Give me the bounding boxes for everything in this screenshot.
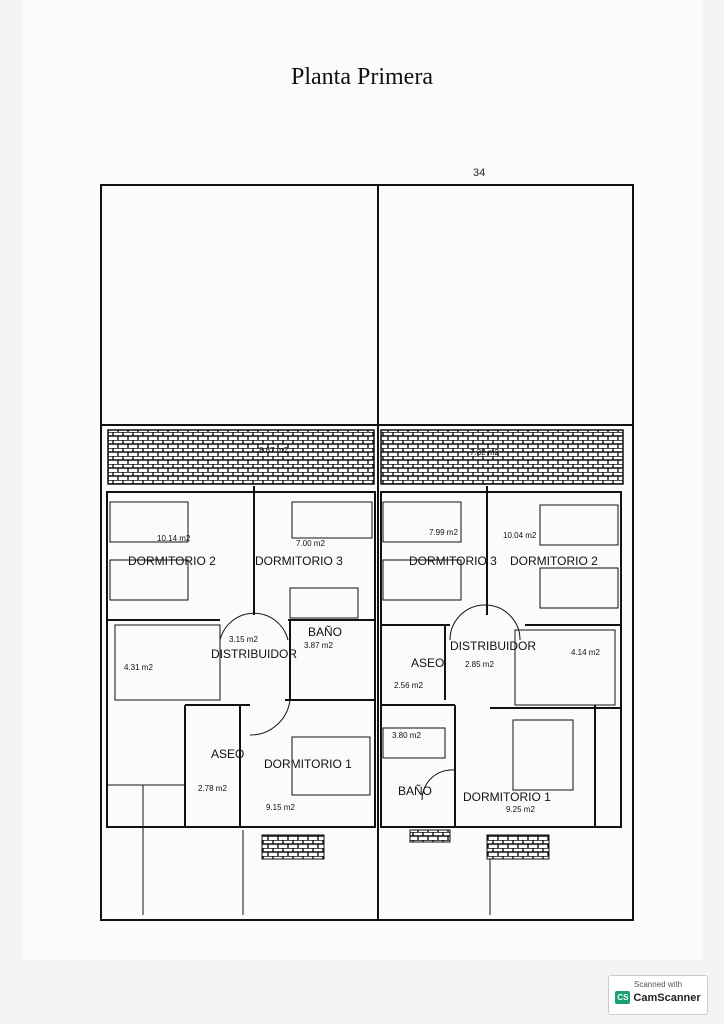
room-area: 3.87 m2	[304, 641, 333, 650]
room-name: BAÑO	[398, 784, 432, 798]
room-area: 9.25 m2	[506, 805, 535, 814]
right-unit-walls	[380, 486, 622, 915]
room-area: 2.56 m2	[394, 681, 423, 690]
outer-boundary	[100, 184, 634, 921]
plan-title: Planta Primera	[291, 64, 433, 90]
room-name: BAÑO	[308, 625, 342, 639]
room-name: DORMITORIO 2	[510, 554, 598, 568]
room-area: 2.85 m2	[465, 660, 494, 669]
room-area: 10.14 m2	[157, 534, 191, 543]
left-unit-walls	[106, 486, 376, 915]
camscanner-logo-icon: CS	[615, 991, 631, 1004]
room-area: 2.78 m2	[198, 784, 227, 793]
terrace-area-right: 7.32 m2	[470, 448, 499, 457]
watermark-brand: CamScanner	[633, 991, 701, 1004]
terrace-right	[380, 429, 624, 485]
watermark-caption: Scanned with	[633, 980, 683, 989]
stair-area: 4.14 m2	[571, 648, 600, 657]
room-name: DORMITORIO 3	[409, 554, 497, 568]
room-name: ASEO	[411, 656, 444, 670]
room-name: DORMITORIO 1	[264, 757, 352, 771]
page-number: 34	[473, 167, 486, 179]
room-area: 9.15 m2	[266, 803, 295, 812]
room-area: 3.80 m2	[392, 731, 421, 740]
room-area: 10.04 m2	[503, 531, 537, 540]
camscanner-watermark: Scanned with CS CamScanner	[608, 975, 708, 1015]
room-area: 7.00 m2	[296, 539, 325, 548]
room-name: DORMITORIO 3	[255, 554, 343, 568]
room-area: 7.99 m2	[429, 528, 458, 537]
room-name: DISTRIBUIDOR	[450, 639, 536, 653]
terrace-area-left: 8.67 m2	[259, 446, 288, 455]
room-name: DISTRIBUIDOR	[211, 647, 297, 661]
room-name: ASEO	[211, 747, 244, 761]
room-name: DORMITORIO 2	[128, 554, 216, 568]
room-name: DORMITORIO 1	[463, 790, 551, 804]
terrace-left	[107, 429, 375, 485]
room-area: 3.15 m2	[229, 635, 258, 644]
stair-area: 4.31 m2	[124, 663, 153, 672]
